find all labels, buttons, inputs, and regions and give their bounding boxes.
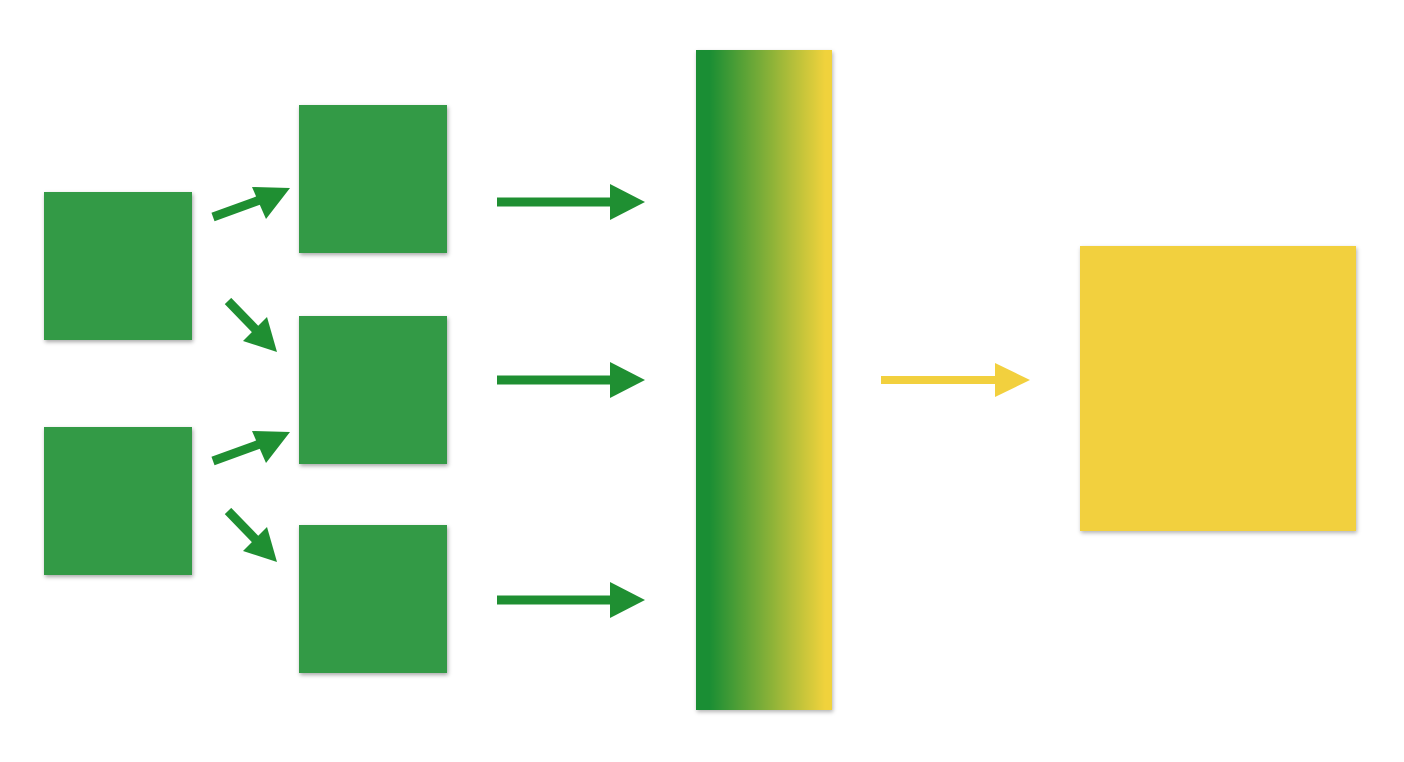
hidden-square-2 [299, 316, 447, 464]
arrow-hidden2-bar [497, 362, 645, 398]
arrow-input1-hidden1 [211, 187, 290, 222]
arrow-bar-output [881, 363, 1030, 397]
output-square [1080, 246, 1356, 531]
hidden-square-1 [299, 105, 447, 253]
hidden-square-3 [299, 525, 447, 673]
gradient-bar [696, 50, 832, 710]
arrow-input2-hidden2 [211, 431, 290, 466]
arrow-hidden3-bar [497, 582, 645, 618]
arrow-input1-hidden2 [224, 297, 277, 352]
arrow-input2-hidden3 [224, 507, 277, 562]
input-square-1 [44, 192, 192, 340]
arrow-hidden1-bar [497, 184, 645, 220]
input-square-2 [44, 427, 192, 575]
